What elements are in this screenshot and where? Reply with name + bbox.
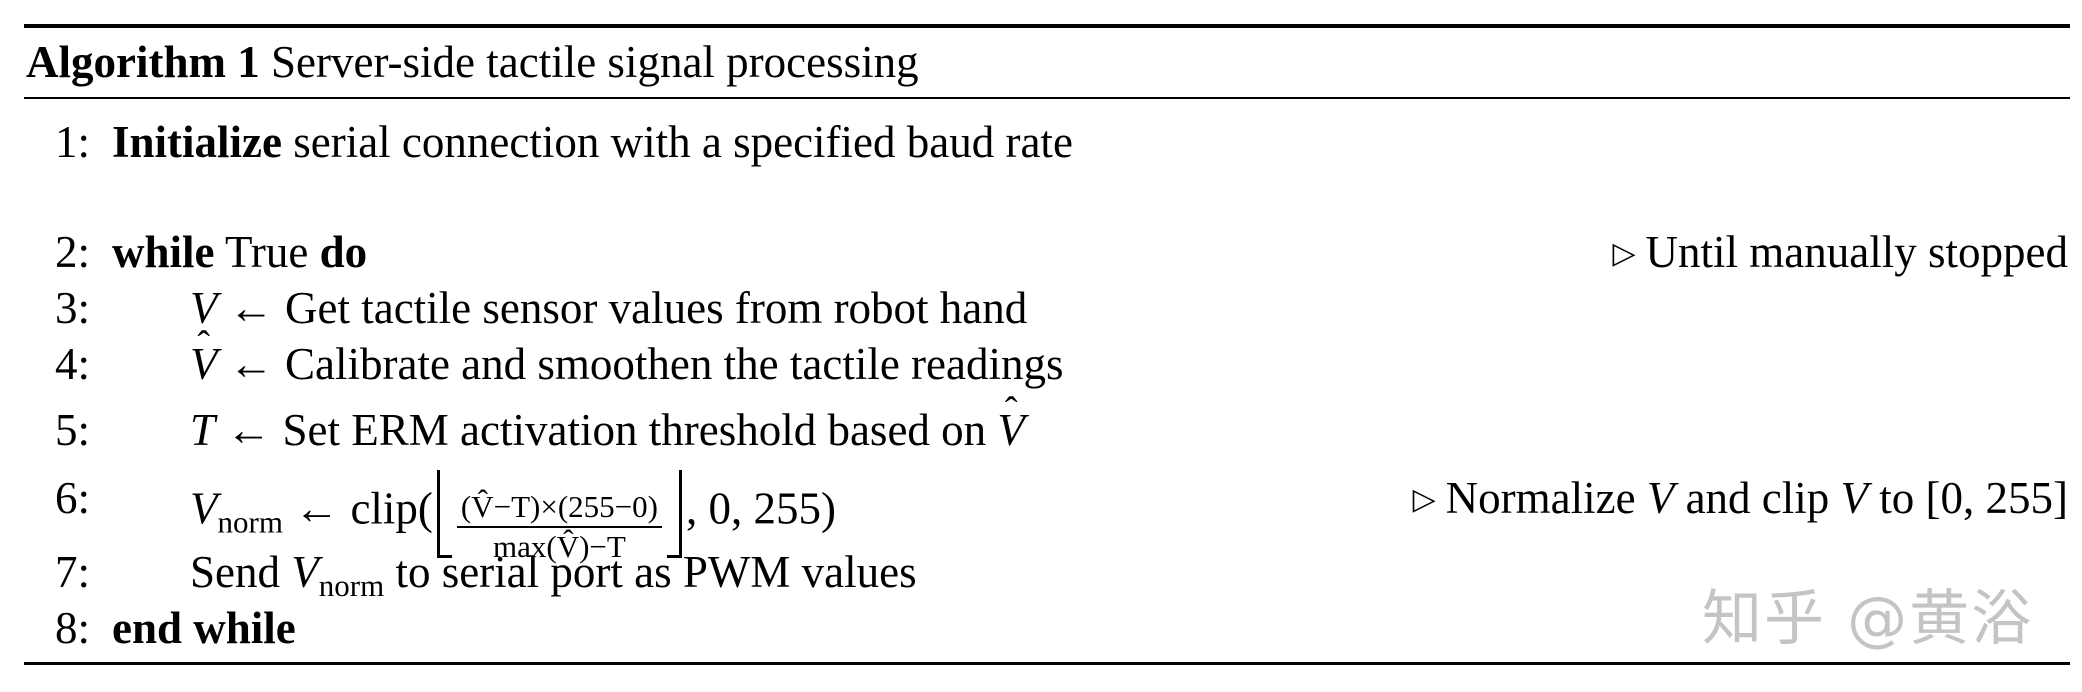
line-body: Vnorm ← clip( (V̂−T)×(255−0)max(V̂)−T , 0,… — [190, 468, 836, 564]
line-number: 5: — [54, 405, 90, 455]
watermark: 知乎 @黄浴 — [1702, 584, 2034, 654]
line-number: 7: — [54, 547, 90, 597]
hat-accent-icon: ˆ — [1004, 390, 1018, 432]
line-body: end while — [112, 598, 296, 658]
algorithm-line-2: 2: while True do ▷ Until manually stopped — [50, 222, 2068, 282]
assign-clip: ← clip( — [282, 483, 433, 534]
floor-bracket-left — [436, 470, 452, 558]
keyword-end-while: end while — [112, 603, 296, 653]
line-text: ← Calibrate and smoothen the tactile rea… — [217, 339, 1064, 389]
algorithm-line-3: 3: V ← Get tactile sensor values from ro… — [50, 278, 2068, 338]
comment-text: to [0, 255] — [1868, 473, 2068, 523]
line-text: to serial port as PWM values — [384, 547, 917, 597]
fraction: (V̂−T)×(255−0)max(V̂)−T — [451, 488, 668, 566]
line-number: 6: — [54, 473, 90, 523]
line-text: serial connection with a specified baud … — [281, 117, 1073, 167]
line-comment: ▷ Until manually stopped — [1612, 222, 2068, 288]
line-body: Send Vnorm to serial port as PWM values — [190, 542, 917, 602]
comment-triangle-icon: ▷ — [1612, 237, 1636, 270]
line-body: Initialize serial connection with a spec… — [112, 112, 1073, 172]
floor-bracket-right — [666, 470, 682, 558]
variable-v: V — [291, 547, 319, 597]
top-rule — [24, 24, 2070, 28]
variable-v: V — [997, 405, 1025, 455]
algorithm-caption: Algorithm 1 Server-side tactile signal p… — [26, 30, 919, 94]
line-number: 4: — [54, 339, 90, 389]
keyword-do: do — [319, 227, 368, 277]
algorithm-line-1: 1: Initialize serial connection with a s… — [50, 112, 2068, 172]
floor-expression: (V̂−T)×(255−0)max(V̂)−T — [436, 468, 682, 564]
hat-accent-icon: ˆ — [197, 324, 211, 366]
line-text: ← Set ERM activation threshold based on — [215, 405, 998, 455]
comment-variable-v: V — [1840, 473, 1869, 523]
line-body: while True do — [112, 222, 367, 282]
line-comment: ▷ Normalize V and clip V to [0, 255] — [1413, 468, 2068, 534]
algorithm-line-6: 6: Vnorm ← clip( (V̂−T)×(255−0)max(V̂)−T,… — [50, 468, 2068, 564]
fraction-numerator: (V̂−T)×(255−0) — [456, 488, 662, 528]
subscript-norm: norm — [217, 504, 283, 540]
line-number: 1: — [54, 117, 90, 167]
subscript-norm: norm — [318, 568, 385, 603]
while-condition: True — [214, 227, 320, 277]
bottom-rule — [24, 662, 2070, 665]
algorithm-line-8: 8: end while — [50, 598, 2068, 658]
line-number: 2: — [54, 227, 90, 277]
keyword-initialize: Initialize — [112, 117, 282, 167]
fraction-denominator: max(V̂)−T — [493, 529, 626, 564]
algorithm-line-7: 7: Send Vnorm to serial port as PWM valu… — [50, 542, 2068, 602]
algorithm-line-5: 5: T ← Set ERM activation threshold base… — [50, 392, 2068, 460]
variable-v: V — [190, 339, 218, 389]
line-number: 3: — [54, 283, 90, 333]
comment-text: Normalize — [1445, 473, 1647, 523]
comment-triangle-icon: ▷ — [1412, 483, 1436, 516]
line-body: T ← Set ERM activation threshold based o… — [190, 392, 1025, 460]
variable-v: V — [190, 483, 218, 534]
variable-v: V — [190, 283, 218, 333]
algorithm-label: Algorithm 1 — [26, 37, 260, 87]
variable-t: T — [190, 405, 216, 455]
comment-variable-v: V — [1646, 473, 1675, 523]
algorithm-title: Server-side tactile signal processing — [270, 37, 919, 87]
line-number: 8: — [54, 603, 90, 653]
line-body: V ← Get tactile sensor values from robot… — [190, 278, 1027, 338]
caption-rule — [24, 97, 2070, 99]
clip-tail: , 0, 255) — [685, 483, 836, 534]
comment-text: and clip — [1674, 473, 1841, 523]
comment-text: Until manually stopped — [1645, 227, 2068, 277]
line-text: Send — [190, 547, 292, 597]
line-text: ← Get tactile sensor values from robot h… — [217, 283, 1028, 333]
keyword-while: while — [112, 227, 215, 277]
